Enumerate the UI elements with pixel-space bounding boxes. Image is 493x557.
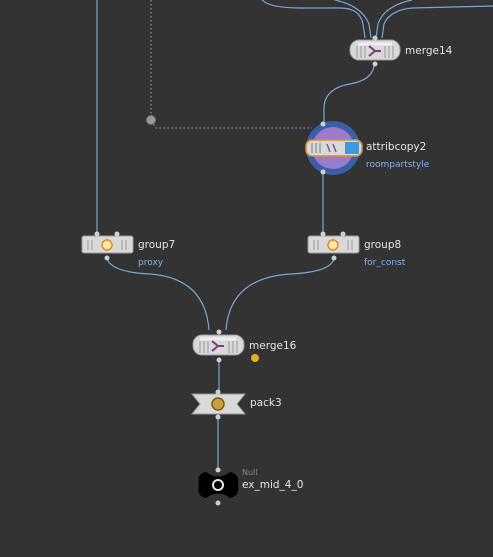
node-label-merge16[interactable]: merge16 [249, 340, 297, 352]
group-icon [101, 239, 113, 251]
null-icon [212, 479, 224, 491]
node-group7[interactable] [81, 231, 134, 261]
wire-merge14-attribcopy2 [323, 65, 375, 124]
node-comment-attribcopy2: roompartstyle [366, 160, 430, 170]
node-label-merge14[interactable]: merge14 [405, 45, 453, 57]
wire-top-merge14-2 [334, 0, 372, 39]
node-label-null[interactable]: ex_mid_4_0 [242, 479, 304, 491]
node-group8[interactable] [307, 231, 360, 261]
wire-group7-merge16 [106, 257, 210, 331]
node-label-attribcopy2[interactable]: attribcopy2 [366, 141, 427, 153]
node-null[interactable] [198, 467, 239, 506]
node-attribcopy2[interactable] [305, 121, 363, 175]
node-type-null: Null [242, 468, 258, 477]
group-icon [327, 239, 339, 251]
reference-wire [150, 0, 312, 129]
wire-top-merge14-3 [375, 0, 413, 39]
attribcopy-icon [326, 143, 337, 153]
display-flag[interactable] [345, 142, 359, 154]
warning-icon[interactable] [251, 354, 259, 362]
wire-top-merge14-1 [261, 0, 366, 39]
node-label-group7[interactable]: group7 [138, 239, 176, 251]
wire-group8-merge16 [225, 257, 335, 331]
reference-dot [146, 115, 156, 125]
node-comment-group8: for_const [364, 258, 406, 268]
node-pack3[interactable] [190, 389, 247, 420]
pack-icon [211, 397, 225, 411]
node-merge14[interactable] [349, 35, 401, 67]
wire-top-merge14-4 [381, 5, 493, 39]
node-label-pack3[interactable]: pack3 [250, 397, 282, 409]
node-comment-group7: proxy [138, 258, 164, 268]
node-label-group8[interactable]: group8 [364, 239, 402, 251]
node-merge16[interactable] [192, 329, 259, 363]
merge-icon [211, 340, 224, 352]
merge-icon [368, 45, 381, 57]
